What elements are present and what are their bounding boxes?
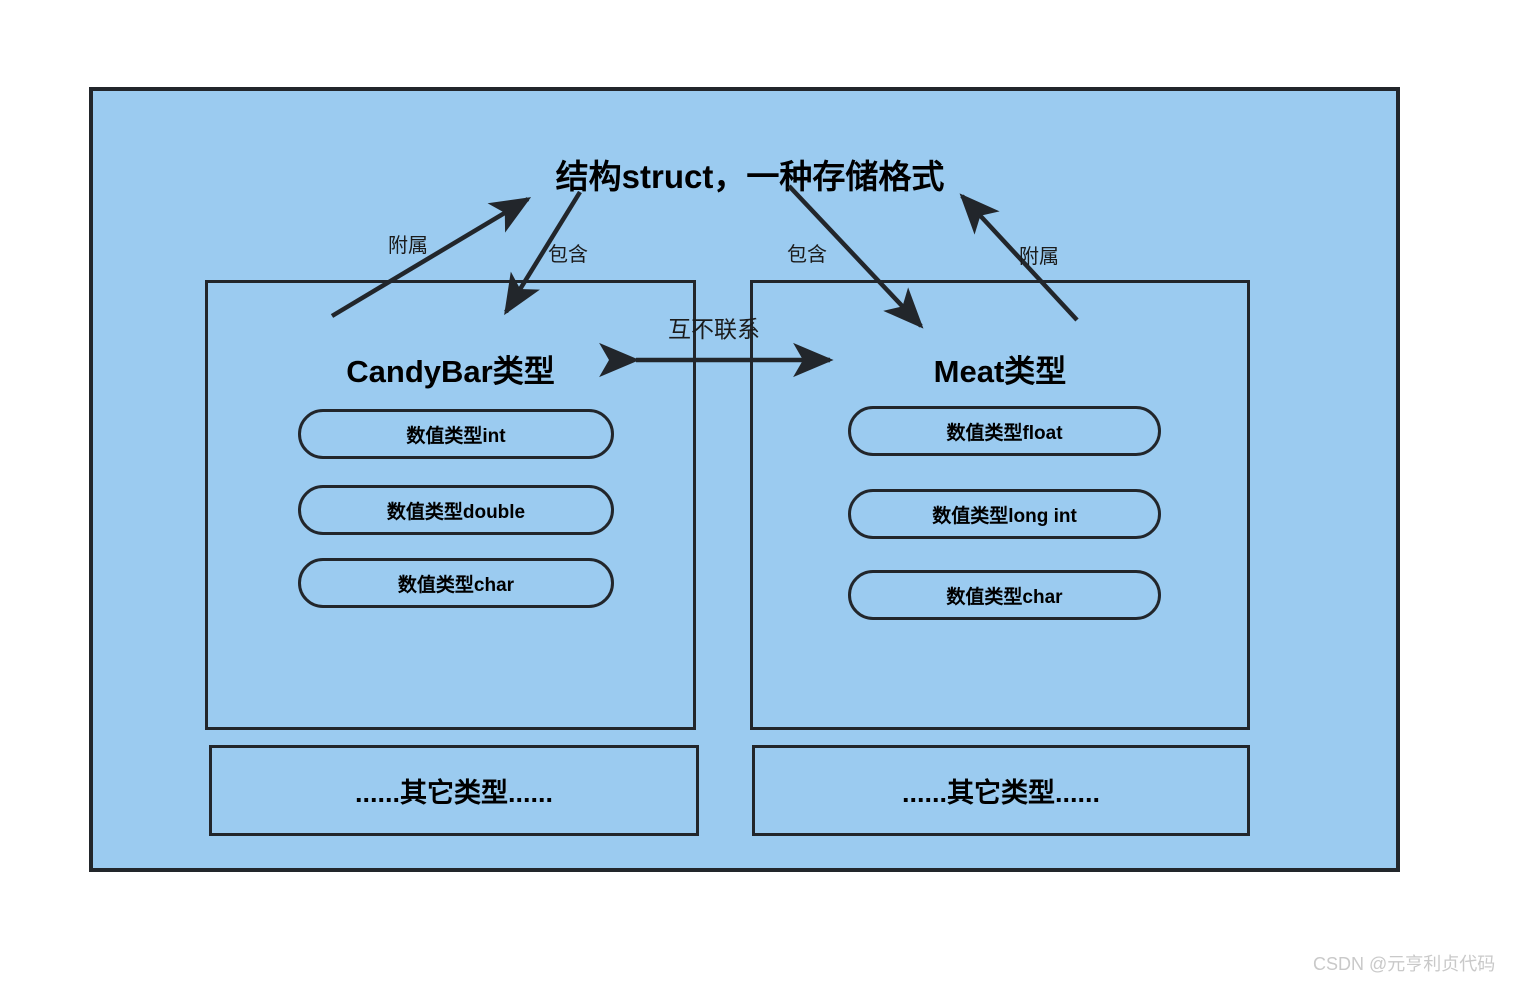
struct-panel — [89, 87, 1400, 872]
csdn-watermark: CSDN @元亨利贞代码 — [1313, 954, 1496, 974]
relation-label-right-contain: 包含 — [787, 244, 827, 266]
meat-other-types-box: ......其它类型...... — [752, 745, 1250, 836]
meat-type-heading: Meat类型 — [933, 354, 1067, 389]
meat-field-float: 数值类型float — [848, 406, 1161, 456]
relation-label-left-attach: 附属 — [388, 235, 428, 257]
relation-label-right-attach: 附属 — [1019, 246, 1059, 268]
candybar-field-char: 数值类型char — [298, 558, 614, 608]
candybar-other-types-box: ......其它类型...... — [209, 745, 699, 836]
candybar-field-int: 数值类型int — [298, 409, 614, 459]
meat-field-char: 数值类型char — [848, 570, 1161, 620]
diagram-title: 结构struct，一种存储格式 — [555, 158, 945, 195]
candybar-type-heading: CandyBar类型 — [346, 354, 555, 389]
candybar-field-double: 数值类型double — [298, 485, 614, 535]
meat-field-long-int: 数值类型long int — [848, 489, 1161, 539]
relation-label-left-contain: 包含 — [548, 244, 588, 266]
relation-label-mutually-unrelated: 互不联系 — [668, 316, 760, 342]
